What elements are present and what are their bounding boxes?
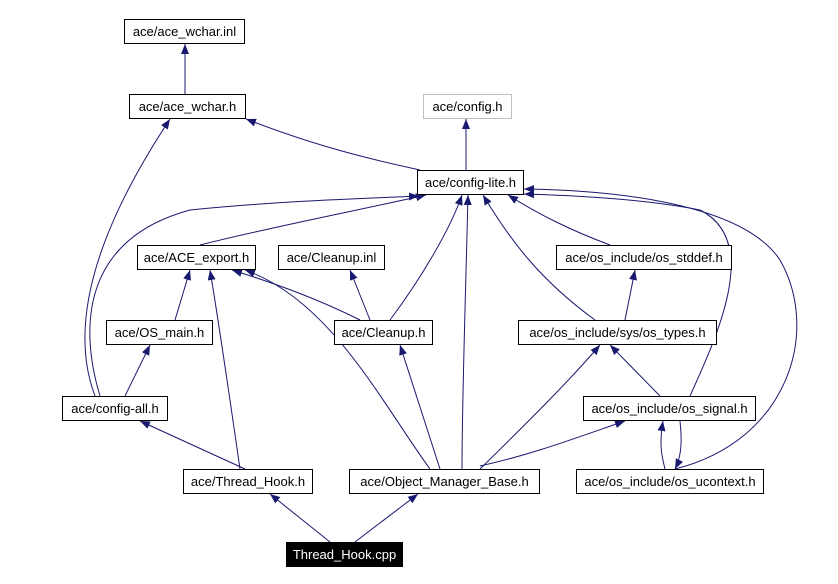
node-config-lite-h[interactable]: ace/config-lite.h <box>417 170 524 195</box>
node-os-ucontext-h[interactable]: ace/os_include/os_ucontext.h <box>576 469 764 494</box>
node-thread-hook-cpp[interactable]: Thread_Hook.cpp <box>286 542 403 567</box>
node-ace-export-h[interactable]: ace/ACE_export.h <box>137 245 256 270</box>
node-os-main-h[interactable]: ace/OS_main.h <box>106 320 213 345</box>
edge-ace-export-to-config-lite <box>199 193 427 246</box>
node-config-all-h[interactable]: ace/config-all.h <box>62 396 168 421</box>
node-thread-hook-h[interactable]: ace/Thread_Hook.h <box>183 469 313 494</box>
edge-obj-mgr-base-to-os-signal <box>479 420 626 467</box>
node-ace-wchar-h[interactable]: ace/ace_wchar.h <box>129 94 246 119</box>
edge-cleanup-h-to-cleanup-inl <box>349 269 371 321</box>
edge-thread-hook-cpp-to-thread-hook-h <box>269 493 331 543</box>
edge-obj-mgr-base-to-cleanup-h <box>399 344 441 470</box>
edge-cleanup-h-to-config-lite <box>389 194 463 321</box>
edge-config-lite-to-wchar-h <box>245 118 421 171</box>
edge-os-signal-to-config-lite <box>523 190 732 397</box>
node-os-stddef-h[interactable]: ace/os_include/os_stddef.h <box>556 245 732 270</box>
edge-config-all-to-wchar-h <box>84 118 171 397</box>
edge-obj-mgr-base-to-ace-export <box>244 269 431 470</box>
edge-config-all-to-config-lite <box>89 192 420 397</box>
edge-os-stddef-to-config-lite <box>507 194 611 246</box>
node-object-manager-base-h[interactable]: ace/Object_Manager_Base.h <box>349 469 540 494</box>
node-ace-wchar-inl[interactable]: ace/ace_wchar.inl <box>124 19 245 44</box>
node-config-h[interactable]: ace/config.h <box>423 94 512 119</box>
edge-os-signal-to-os-types <box>609 344 661 397</box>
edge-obj-mgr-base-to-os-types <box>479 344 601 470</box>
edge-os-types-to-os-stddef <box>624 269 637 321</box>
edge-cleanup-h-to-ace-export <box>231 269 361 321</box>
edge-thread-hook-h-to-ace-export <box>207 269 241 470</box>
edge-os-ucontext-to-os-signal <box>657 420 666 470</box>
node-cleanup-h[interactable]: ace/Cleanup.h <box>334 320 433 345</box>
edge-os-main-to-ace-export <box>174 269 191 321</box>
node-os-types-h[interactable]: ace/os_include/sys/os_types.h <box>518 320 717 345</box>
edge-thread-hook-h-to-config-all <box>139 420 246 470</box>
edge-os-signal-to-os-ucontext <box>674 420 684 470</box>
node-os-signal-h[interactable]: ace/os_include/os_signal.h <box>583 396 756 421</box>
edge-os-types-to-config-lite <box>482 194 596 321</box>
edge-thread-hook-cpp-to-obj-mgr-base <box>354 493 419 543</box>
edge-os-ucontext-to-config-lite <box>523 185 798 470</box>
edge-config-all-to-os-main <box>124 344 151 397</box>
edge-obj-mgr-base-to-config-lite <box>461 194 472 470</box>
node-cleanup-inl[interactable]: ace/Cleanup.inl <box>278 245 385 270</box>
